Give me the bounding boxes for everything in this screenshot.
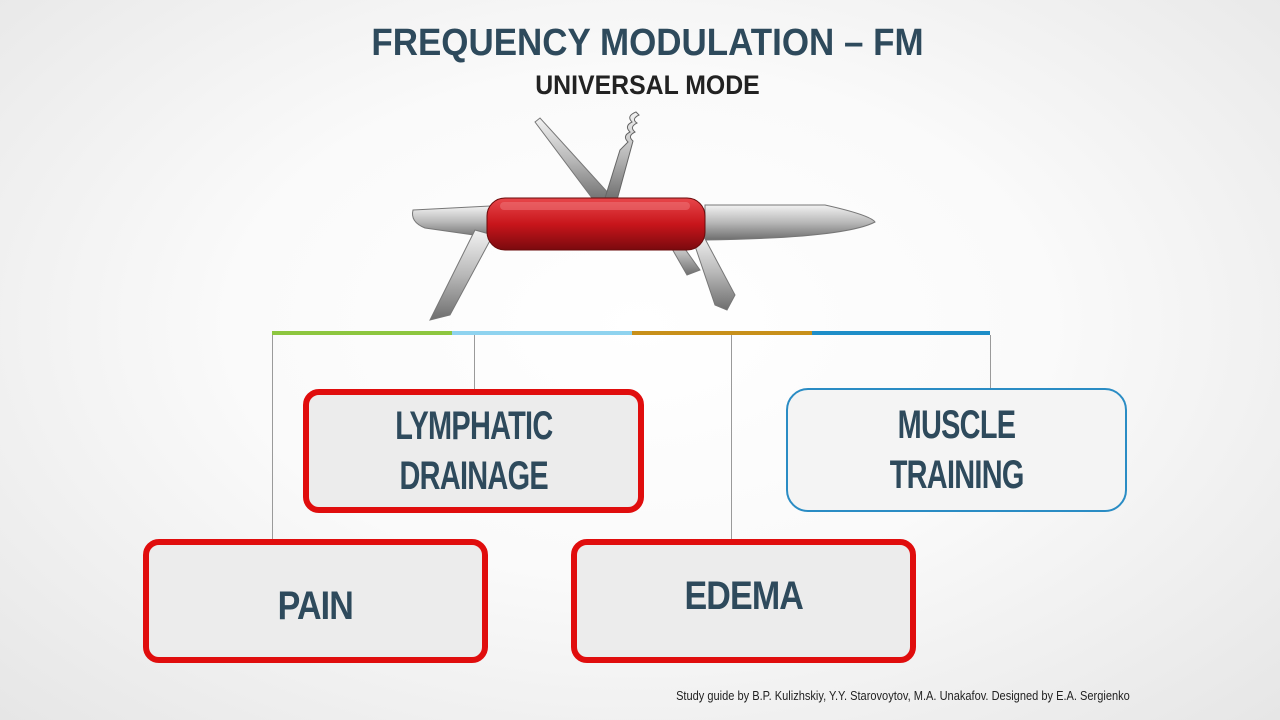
page-subtitle: UNIVERSAL MODE (535, 70, 760, 100)
node-pain: PAIN (143, 539, 488, 663)
credit-text: Study guide by B.P. Kulizhskiy, Y.Y. Sta… (676, 688, 1130, 703)
connector-segment-lightblue (452, 331, 632, 335)
node-edema: EDEMA (571, 539, 916, 663)
connector-segment-green (272, 331, 452, 335)
node-label-line: TRAINING (889, 453, 1025, 497)
connector-muscle (990, 335, 991, 388)
connector-segment-blue (812, 331, 990, 335)
connector-lymphatic (474, 335, 475, 390)
node-muscle-training: MUSCLE TRAINING (786, 388, 1127, 512)
connector-pain (272, 335, 273, 540)
node-label: EDEMA (684, 574, 803, 618)
node-label: PAIN (277, 584, 354, 628)
node-lymphatic-drainage: LYMPHATIC DRAINAGE (303, 389, 644, 513)
connector-segment-gold (632, 331, 812, 335)
swiss-army-knife-icon (412, 111, 876, 321)
connector-edema (731, 335, 732, 540)
page-title: FREQUENCY MODULATION – FM (371, 22, 924, 64)
node-label-line: MUSCLE (897, 403, 1016, 447)
node-label-line: LYMPHATIC (394, 404, 553, 448)
node-label-line: DRAINAGE (399, 454, 548, 498)
